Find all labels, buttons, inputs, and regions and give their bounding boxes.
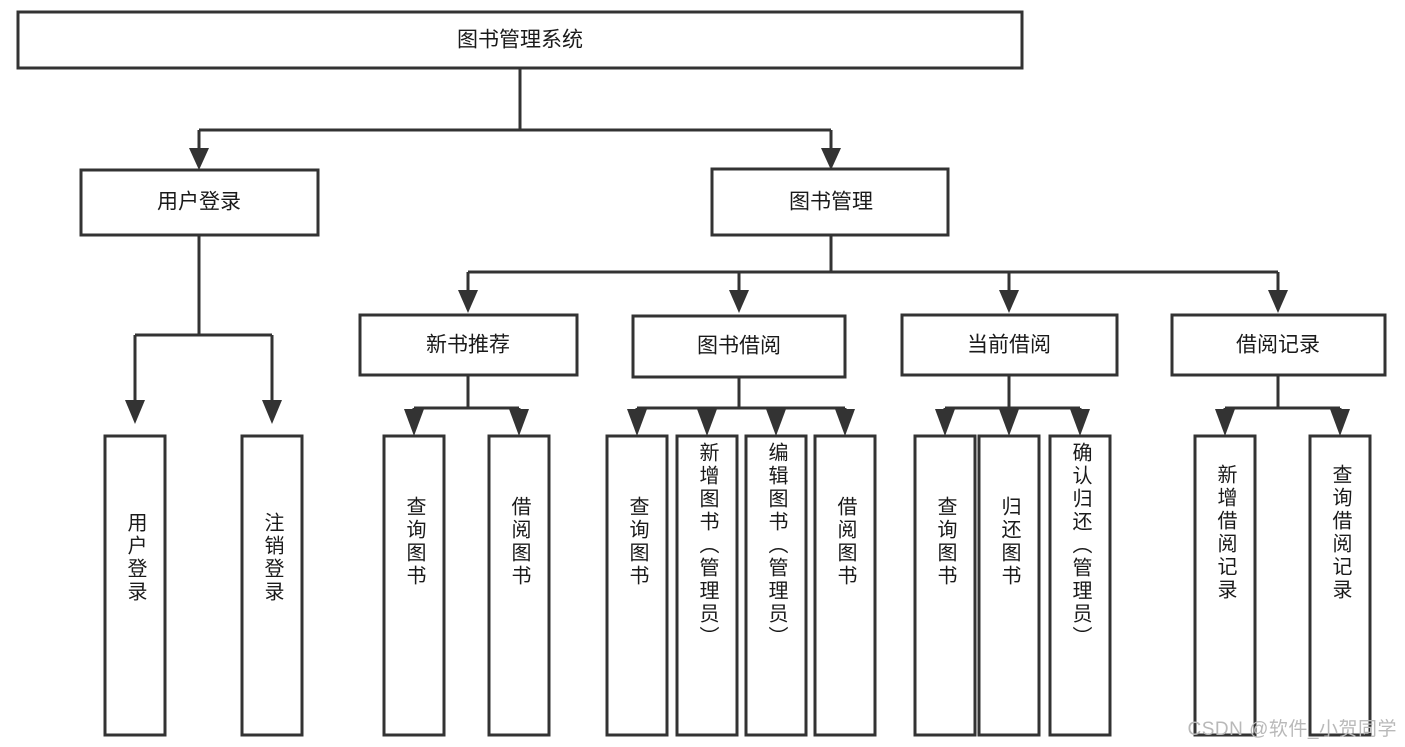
connector-bookmgmt-to-level3: [458, 235, 1288, 313]
node-user-login-label: 用户登录: [157, 191, 241, 214]
node-root-book-management-system[interactable]: 图书管理系统: [16, 10, 1024, 70]
leaf-add-borrow-record-label: 新增借阅记录: [1214, 464, 1236, 602]
leaf-user-login-label: 用户登录: [124, 512, 146, 604]
connector-newbook-to-leaves: [404, 375, 529, 436]
node-user-login[interactable]: 用户登录: [79, 168, 320, 237]
leaf-query-book-bb-label: 查询图书: [626, 496, 648, 588]
leaf-add-borrow-record[interactable]: 新增借阅记录: [1195, 436, 1255, 735]
node-borrow-record[interactable]: 借阅记录: [1170, 313, 1387, 377]
node-book-borrow[interactable]: 图书借阅: [631, 314, 847, 379]
connector-bookborrow-to-leaves: [627, 377, 855, 436]
node-book-borrow-label: 图书借阅: [697, 335, 781, 358]
leaf-box-outlines: [103, 434, 1372, 737]
leaf-query-borrow-record-label: 查询借阅记录: [1329, 464, 1351, 602]
leaf-rect-add-book-admin[interactable]: [675, 434, 739, 737]
leaf-confirm-return-admin-label: 确认归还（管理员）: [1069, 442, 1091, 649]
leaf-rect-confirm-return-admin[interactable]: [1048, 434, 1112, 737]
leaf-rect-logout[interactable]: [240, 434, 304, 737]
leaf-rect-query-book-cb[interactable]: [913, 434, 977, 737]
leaf-edit-book-admin[interactable]: 编辑图书（管理员）: [746, 436, 806, 735]
node-book-management[interactable]: 图书管理: [710, 167, 950, 237]
leaf-logout[interactable]: 注销登录: [242, 436, 302, 735]
leaf-borrow-book-bb-label: 借阅图书: [834, 496, 856, 588]
leaf-query-book-bb[interactable]: 查询图书: [607, 436, 667, 735]
leaf-rect-return-book[interactable]: [977, 434, 1041, 737]
leaf-rect-edit-book-admin[interactable]: [744, 434, 808, 737]
node-borrow-record-label: 借阅记录: [1236, 334, 1320, 357]
leaf-rect-query-borrow-record[interactable]: [1308, 434, 1372, 737]
leaf-rect-query-book-nb[interactable]: [382, 434, 446, 737]
connector-root-to-level2: [189, 68, 841, 170]
leaf-query-borrow-record[interactable]: 查询借阅记录: [1310, 436, 1370, 735]
node-new-book-recommend[interactable]: 新书推荐: [358, 313, 579, 377]
connector-currentborrow-to-leaves: [935, 375, 1090, 436]
connector-userlogin-to-leaves: [125, 235, 282, 424]
node-book-management-label: 图书管理: [789, 191, 873, 214]
leaf-query-book-cb[interactable]: 查询图书: [915, 436, 975, 735]
leaf-return-book-label: 归还图书: [998, 496, 1020, 588]
leaf-return-book[interactable]: 归还图书: [979, 436, 1039, 735]
leaf-query-book-nb[interactable]: 查询图书: [384, 436, 444, 735]
leaf-add-book-admin-label: 新增图书（管理员）: [696, 442, 718, 649]
leaf-borrow-book-nb[interactable]: 借阅图书: [489, 436, 549, 735]
leaf-edit-book-admin-label: 编辑图书（管理员）: [765, 442, 787, 649]
leaf-query-book-nb-label: 查询图书: [403, 496, 425, 588]
node-new-book-recommend-label: 新书推荐: [426, 334, 510, 357]
leaf-rect-add-borrow-record[interactable]: [1193, 434, 1257, 737]
leaf-confirm-return-admin[interactable]: 确认归还（管理员）: [1050, 436, 1110, 735]
leaf-borrow-book-nb-label: 借阅图书: [508, 496, 530, 588]
leaf-rect-user-login[interactable]: [103, 434, 167, 737]
node-current-borrow[interactable]: 当前借阅: [900, 313, 1119, 377]
watermark-text: CSDN @软件_小贺同学: [1187, 719, 1397, 740]
leaf-user-login[interactable]: 用户登录: [105, 436, 165, 735]
node-root-label: 图书管理系统: [457, 29, 583, 52]
leaf-borrow-book-bb[interactable]: 借阅图书: [815, 436, 875, 735]
connector-borrowrecord-to-leaves: [1215, 375, 1350, 436]
leaf-query-book-cb-label: 查询图书: [934, 496, 956, 588]
leaf-logout-label: 注销登录: [261, 512, 283, 604]
leaf-add-book-admin[interactable]: 新增图书（管理员）: [677, 436, 737, 735]
leaf-rect-borrow-book-nb[interactable]: [487, 434, 551, 737]
node-current-borrow-label: 当前借阅: [967, 334, 1051, 357]
leaf-rect-query-book-bb[interactable]: [605, 434, 669, 737]
leaf-rect-borrow-book-bb[interactable]: [813, 434, 877, 737]
